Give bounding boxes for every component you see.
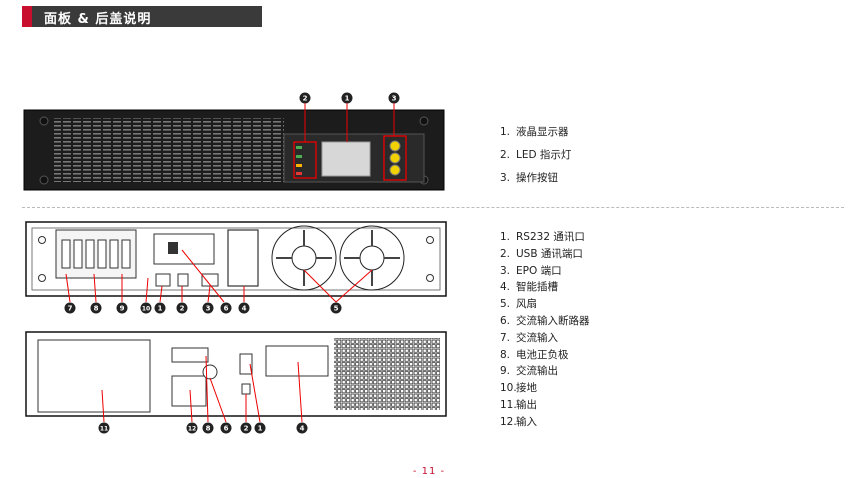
legend-item: 12.输入 [500, 415, 537, 428]
rear-callout: 11 [100, 426, 108, 433]
rear-callout: 7 [68, 305, 73, 313]
rear-callout: 1 [258, 425, 263, 433]
front-callout: 2 [303, 95, 308, 103]
rear-callout: 4 [300, 425, 305, 433]
front-callout: 1 [345, 95, 350, 103]
rear-callout: 10 [142, 306, 150, 313]
rear-callout: 1 [158, 305, 163, 313]
legend-item: 11.输出 [500, 398, 537, 411]
rear-callout: 8 [94, 305, 99, 313]
rear-callout: 2 [244, 425, 249, 433]
rear-callout: 4 [242, 305, 247, 313]
rear-callout: 9 [120, 305, 125, 313]
rear-callout: 6 [224, 305, 229, 313]
legend-item: 1.RS232 通讯口 [500, 231, 585, 243]
legend-item: 2.USB 通讯端口 [500, 247, 583, 260]
legend-item: 8.电池正负极 [500, 348, 569, 361]
front-callout: 3 [392, 95, 397, 103]
rear-callout: 2 [180, 305, 185, 313]
rear-legend: 1.RS232 通讯口 2.USB 通讯端口 3.EPO 端口 4.智能插槽 5… [500, 229, 590, 431]
legend-item: 2.LED 指示灯 [500, 149, 572, 161]
front-panel-figure: 2 1 3 [23, 92, 445, 191]
rear-callout: 12 [188, 426, 196, 433]
legend-item: 4.智能插槽 [500, 281, 558, 294]
legend-item: 3.操作按钮 [500, 172, 558, 184]
legend-item: 3.EPO 端口 [500, 264, 562, 277]
legend-item: 10.接地 [500, 382, 537, 395]
section-title: 面板 & 后盖说明 [44, 12, 152, 27]
legend-item: 1.液晶显示器 [500, 126, 569, 138]
page-number: - 11 - [412, 466, 446, 477]
rear-callout: 3 [206, 305, 211, 313]
section-divider [22, 207, 844, 208]
rear-callout: 5 [334, 305, 339, 313]
legend-item: 5.风扇 [500, 298, 537, 311]
rear-panel-figure: 7 8 9 10 1 2 3 6 4 5 11 12 8 6 2 1 4 [25, 221, 447, 434]
header-accent [22, 6, 32, 27]
legend-item: 6.交流输入断路器 [500, 314, 590, 327]
legend-item: 7.交流输入 [500, 331, 558, 344]
legend-item: 9.交流输出 [500, 365, 558, 378]
rear-callout: 6 [224, 425, 229, 433]
section-header: 面板 & 后盖说明 [22, 6, 262, 27]
rear-callout: 8 [206, 425, 211, 433]
front-legend: 1.液晶显示器 2.LED 指示灯 3.操作按钮 [500, 121, 571, 190]
